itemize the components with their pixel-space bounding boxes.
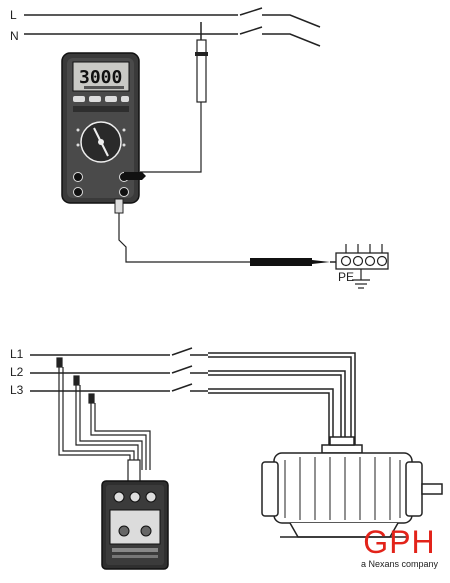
brand-logo: GPH a Nexans company <box>361 526 438 570</box>
line-label-n: N <box>10 29 19 43</box>
probe-earth <box>114 198 338 266</box>
terminal-icon <box>113 491 125 503</box>
terminal-icon <box>129 491 141 503</box>
brand-tagline: a Nexans company <box>360 559 438 569</box>
probe-neutral <box>140 22 208 173</box>
indicator-lamp-icon <box>140 525 152 537</box>
indicator-lamp-icon <box>118 525 130 537</box>
phase-label-l1: L1 <box>10 347 24 361</box>
jack-icon <box>73 172 83 182</box>
indicator-leads <box>56 357 151 483</box>
top-wiring <box>24 7 321 47</box>
brand-name: GPH <box>363 524 436 560</box>
pe-terminal-block <box>335 244 389 289</box>
motor <box>261 436 443 538</box>
jack-icon <box>73 187 83 197</box>
jack-icon <box>119 187 129 197</box>
phase-label-l3: L3 <box>10 383 24 397</box>
line-label-l: L <box>10 8 17 22</box>
multimeter: 3000 <box>61 52 146 204</box>
three-phase-wiring <box>30 347 356 445</box>
phase-label-l2: L2 <box>10 365 24 379</box>
display-reading: 3000 <box>79 67 122 88</box>
phase-sequence-indicator <box>101 480 169 570</box>
pe-label: PE <box>338 270 354 284</box>
terminal-icon <box>145 491 157 503</box>
